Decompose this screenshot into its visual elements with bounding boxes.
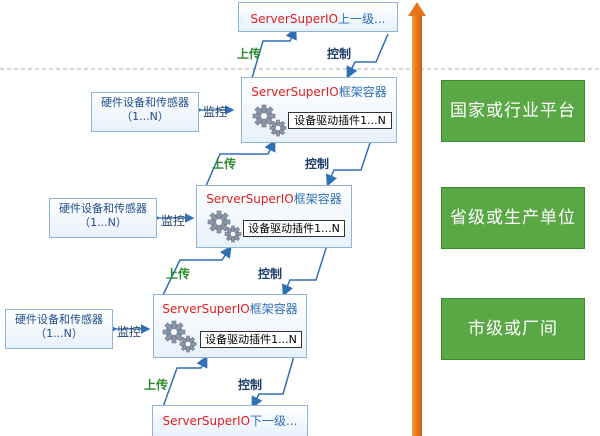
- control-connector: [346, 33, 389, 79]
- container-title-prefix: ServerSuperIO: [162, 302, 250, 316]
- device-driver-plugin: 设备驱动插件1...N: [200, 331, 302, 348]
- lower-level-title: ServerSuperIO下一级...: [153, 412, 307, 429]
- hardware-devices-label: 硬件设备和传感器: [15, 313, 103, 326]
- hardware-devices-box: 硬件设备和传感器 （1...N）: [5, 309, 113, 349]
- device-driver-plugin: 设备驱动插件1...N: [243, 220, 345, 237]
- container-title-suffix: 框架容器: [338, 85, 387, 99]
- lower-level-prefix: ServerSuperIO: [162, 414, 251, 428]
- gears-icon: [207, 210, 242, 243]
- gears-icon: [252, 104, 287, 137]
- container-title: ServerSuperIO框架容器: [242, 83, 396, 100]
- container-title-suffix: 框架容器: [249, 302, 298, 316]
- lower-level-suffix: 下一级...: [250, 414, 298, 428]
- container-title: ServerSuperIO框架容器: [197, 190, 351, 207]
- control-connector: [326, 133, 374, 187]
- gears-icon: [162, 320, 197, 353]
- container-title: ServerSuperIO框架容器: [154, 300, 306, 317]
- monitor-label: 监控: [161, 214, 186, 228]
- container-title-suffix: 框架容器: [293, 192, 342, 206]
- framework-container: ServerSuperIO框架容器 设备驱动插件1...N: [153, 294, 307, 358]
- hierarchy-arrow-head: [408, 2, 426, 16]
- level-provincial-unit: 省级或生产单位: [441, 187, 585, 249]
- level-national-platform: 国家或行业平台: [441, 80, 585, 142]
- control-label: 控制: [327, 47, 352, 61]
- upper-level-suffix: 上一级...: [338, 12, 386, 26]
- upload-label: 上传: [144, 378, 169, 392]
- upper-level-prefix: ServerSuperIO: [250, 12, 339, 26]
- upper-level-box: ServerSuperIO上一级...: [238, 2, 398, 32]
- framework-container: ServerSuperIO框架容器 设备驱动插件1...N: [241, 77, 397, 143]
- container-title-prefix: ServerSuperIO: [251, 85, 339, 99]
- upload-label: 上传: [237, 47, 262, 61]
- container-title-prefix: ServerSuperIO: [206, 192, 294, 206]
- hardware-devices-box: 硬件设备和传感器 （1...N）: [49, 198, 157, 238]
- hardware-devices-label: 硬件设备和传感器: [101, 96, 189, 109]
- hardware-devices-label: 硬件设备和传感器: [59, 202, 147, 215]
- control-label: 控制: [305, 157, 330, 171]
- upload-connector: [205, 139, 276, 187]
- upload-label: 上传: [212, 157, 237, 171]
- lower-level-box: ServerSuperIO下一级...: [152, 405, 308, 436]
- device-driver-plugin: 设备驱动插件1...N: [288, 112, 392, 129]
- control-connector: [251, 355, 295, 409]
- control-connector: [282, 241, 329, 297]
- hierarchy-arrow-shaft: [412, 14, 422, 436]
- level-city-plant: 市级或厂间: [441, 298, 585, 360]
- upper-level-title: ServerSuperIO上一级...: [239, 10, 397, 27]
- framework-container: ServerSuperIO框架容器 设备驱动插件1...N: [196, 185, 352, 248]
- hardware-devices-count: （1...N）: [35, 327, 83, 340]
- control-label: 控制: [258, 267, 283, 281]
- hardware-devices-count: （1...N）: [121, 110, 169, 123]
- hardware-devices-count: （1...N）: [79, 216, 127, 229]
- control-label: 控制: [238, 378, 263, 392]
- upload-connector: [161, 245, 232, 298]
- upload-connector: [162, 355, 208, 408]
- monitor-label: 监控: [117, 325, 142, 339]
- hardware-devices-box: 硬件设备和传感器 （1...N）: [91, 92, 199, 132]
- upload-connector: [251, 27, 297, 79]
- upload-label: 上传: [166, 267, 191, 281]
- monitor-label: 监控: [203, 105, 228, 119]
